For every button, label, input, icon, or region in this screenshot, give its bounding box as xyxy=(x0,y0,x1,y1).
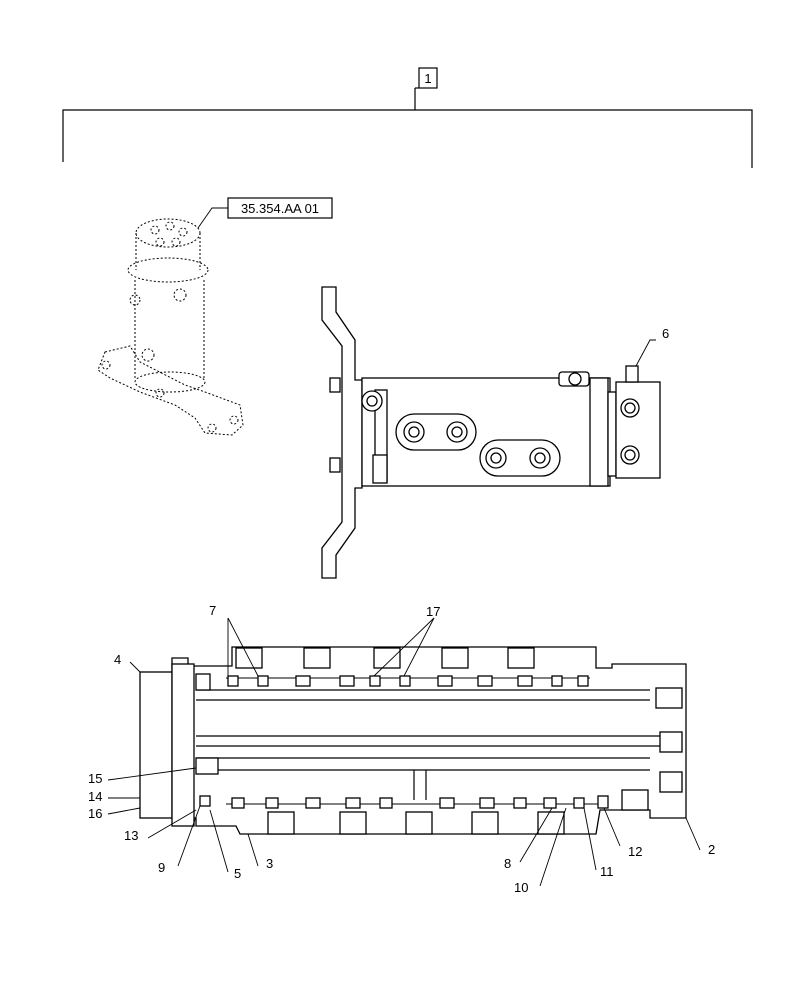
callout-9[interactable]: 9 xyxy=(158,860,165,875)
callout-16[interactable]: 16 xyxy=(88,806,102,821)
callout-10[interactable]: 10 xyxy=(514,880,528,895)
side-view-swivel-joint xyxy=(321,286,661,579)
reference-label: 35.354.AA 01 xyxy=(241,201,319,216)
callout-3[interactable]: 3 xyxy=(266,856,273,871)
callout-labels: 6 7 17 4 15 14 16 13 9 5 3 8 10 11 12 2 xyxy=(88,326,715,895)
callout-4[interactable]: 4 xyxy=(114,652,121,667)
section-view-swivel-joint xyxy=(139,646,687,835)
callout-14[interactable]: 14 xyxy=(88,789,102,804)
callout-6[interactable]: 6 xyxy=(662,326,669,341)
reference-label-box[interactable]: 35.354.AA 01 xyxy=(227,197,333,219)
callout-leaders xyxy=(107,617,701,887)
callout-7[interactable]: 7 xyxy=(209,603,216,618)
assembly-callout-box[interactable]: 1 xyxy=(418,67,438,89)
reference-assembly-outline xyxy=(97,218,244,436)
callout-13[interactable]: 13 xyxy=(124,828,138,843)
callout-17[interactable]: 17 xyxy=(426,604,440,619)
callout-11[interactable]: 11 xyxy=(600,864,614,879)
callout-5[interactable]: 5 xyxy=(234,866,241,881)
callout-8[interactable]: 8 xyxy=(504,856,511,871)
callout-2[interactable]: 2 xyxy=(708,842,715,857)
callout-12[interactable]: 12 xyxy=(628,844,642,859)
assembly-bracket xyxy=(62,87,753,168)
reference-leader xyxy=(197,207,228,229)
callout-15[interactable]: 15 xyxy=(88,771,102,786)
assembly-callout-label: 1 xyxy=(424,71,431,86)
